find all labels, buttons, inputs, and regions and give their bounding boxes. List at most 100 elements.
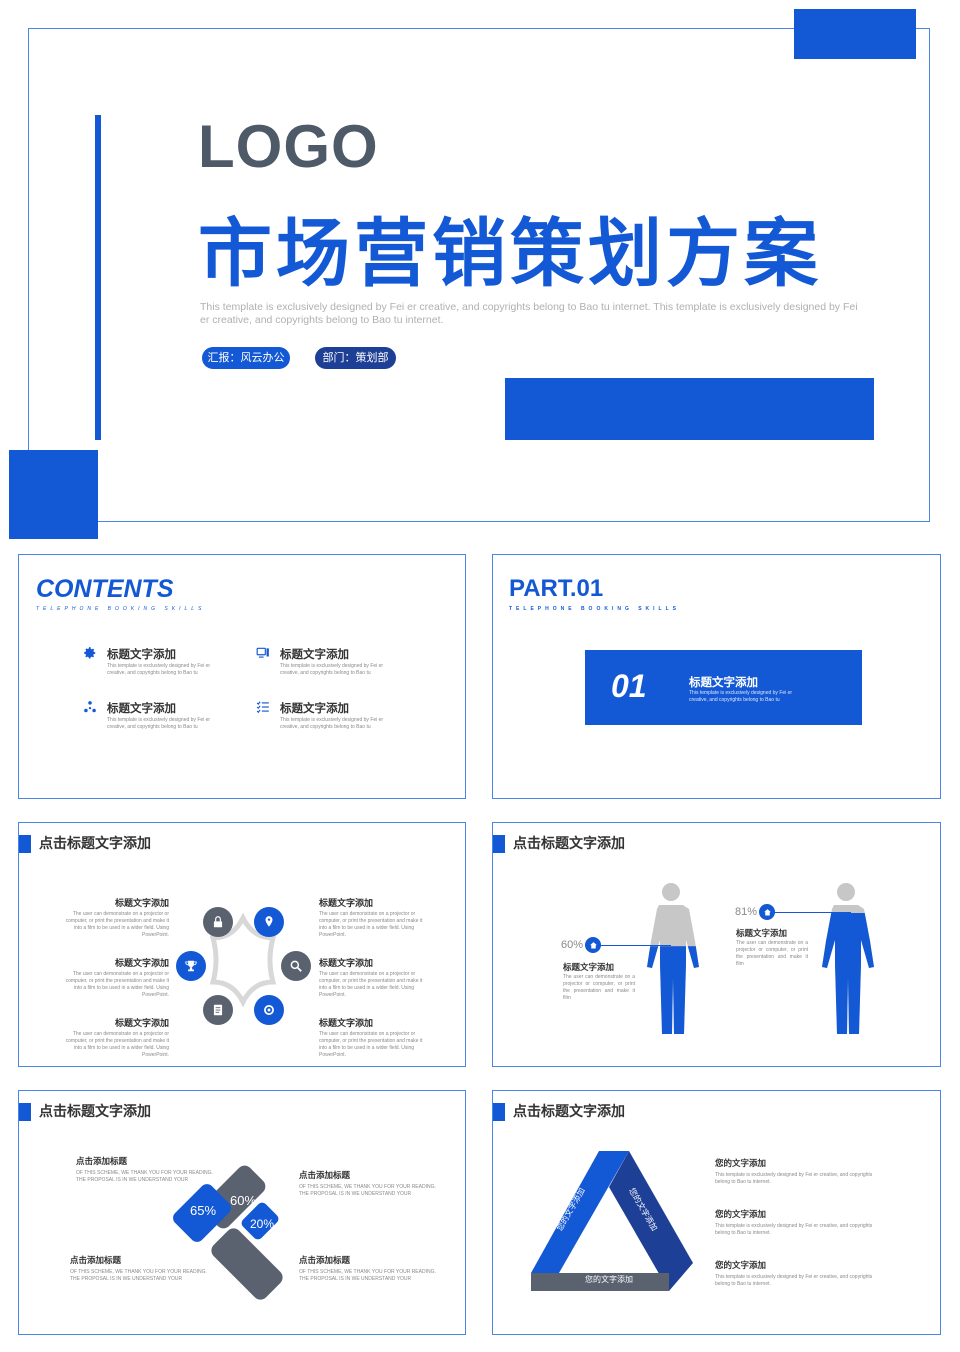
cycle-item-label: 标题文字添加: [114, 1019, 169, 1029]
block-20: [241, 1202, 279, 1240]
percent-60: 60%: [230, 1193, 257, 1208]
contents-item-label: 标题文字添加: [107, 647, 176, 661]
cycle-item-label: 标题文字添加: [114, 959, 169, 969]
contents-item-desc: This template is exclusively designed by…: [280, 663, 384, 676]
home-icon: [759, 904, 775, 920]
checklist-icon: [256, 700, 270, 719]
slide-percent-blocks: 点击标题文字添加 点击添加标题 OF THIS SCHEME, WE THANK…: [18, 1090, 466, 1335]
cycle-item-desc: The user can demonstrate on a projector …: [65, 911, 169, 938]
contents-item-desc: This template is exclusively designed by…: [107, 663, 211, 676]
cycle-item-left-2: 标题文字添加 The user can demonstrate on a pro…: [64, 956, 169, 999]
part-subtitle: TELEPHONE BOOKING SKILLS: [509, 606, 681, 612]
percent-65: 65%: [190, 1203, 217, 1218]
block-item-desc: OF THIS SCHEME, WE THANK YOU FOR YOUR RE…: [299, 1269, 436, 1282]
slide-heading: 点击标题文字添加: [513, 1104, 625, 1120]
cycle-ring: [209, 912, 277, 1008]
cover-logo: LOGO: [198, 113, 379, 180]
block-item-desc: OF THIS SCHEME, WE THANK YOU FOR YOUR RE…: [70, 1269, 207, 1282]
document-icon: [203, 995, 233, 1025]
cycle-item-label: 标题文字添加: [319, 959, 374, 969]
triangle-item-label: 您的文字添加: [715, 1159, 767, 1169]
contents-title: CONTENTS: [36, 575, 174, 603]
right-percent: 81%: [735, 906, 758, 918]
right-desc: The user can demonstrate on a projector …: [736, 940, 808, 967]
right-connector: [775, 912, 851, 913]
triangle-item-desc: This template is exclusively designed by…: [715, 1223, 873, 1236]
cycle-item-label: 标题文字添加: [319, 899, 374, 909]
contents-item-label: 标题文字添加: [280, 647, 349, 661]
triangle-item-desc: This template is exclusively designed by…: [715, 1172, 873, 1185]
cycle-item-label: 标题文字添加: [114, 899, 169, 909]
cover-vertical-bar: [95, 115, 101, 440]
cover-corner-block-bottom: [9, 450, 98, 539]
block-item-4: 点击添加标题 OF THIS SCHEME, WE THANK YOU FOR …: [299, 1254, 437, 1283]
settings-icon: [254, 995, 284, 1025]
block-65: [173, 1184, 231, 1242]
cover-badge-department: 部门：策划部: [315, 347, 396, 369]
left-desc: The user can demonstrate on a projector …: [563, 974, 635, 1001]
part-slide: PART.01 TELEPHONE BOOKING SKILLS 01 标题文字…: [492, 554, 941, 799]
triangle-item-1: 您的文字添加 This template is exclusively desi…: [715, 1157, 877, 1186]
cover-title: 市场营销策划方案: [198, 211, 822, 297]
part-banner: 01 标题文字添加 This template is exclusively d…: [585, 650, 862, 725]
cover-badge-reporter: 汇报：风云办公: [202, 347, 290, 369]
contents-item-label: 标题文字添加: [280, 701, 349, 715]
contents-slide: CONTENTS TELEPHONE BOOKING SKILLS 标题文字添加…: [18, 554, 466, 799]
cycle-item-desc: The user can demonstrate on a projector …: [65, 1031, 169, 1058]
cycle-item-right-1: 标题文字添加 The user can demonstrate on a pro…: [319, 896, 427, 939]
human-figure-left: [647, 883, 699, 1034]
triangle-item-2: 您的文字添加 This template is exclusively desi…: [715, 1208, 877, 1237]
heading-bar: [19, 1103, 31, 1121]
left-connector: [601, 945, 671, 946]
percent-blocks: [173, 1165, 283, 1300]
cycle-item-desc: The user can demonstrate on a projector …: [319, 971, 423, 998]
cycle-item-right-3: 标题文字添加 The user can demonstrate on a pro…: [319, 1016, 427, 1059]
percent-20: 20%: [250, 1217, 275, 1231]
triangle-item-label: 您的文字添加: [715, 1210, 767, 1220]
human-figure-right: [822, 883, 874, 1034]
block-item-label: 点击添加标题: [299, 1256, 351, 1266]
slide-body-compare: 点击标题文字添加 60% 标题文字添加 The user can demonst…: [492, 822, 941, 1067]
left-label: 标题文字添加: [563, 963, 615, 973]
block-bottom: [211, 1228, 283, 1300]
cover-frame: [28, 28, 930, 522]
contents-subtitle: TELEPHONE BOOKING SKILLS: [36, 606, 206, 612]
cycle-item-left-3: 标题文字添加 The user can demonstrate on a pro…: [64, 1016, 169, 1059]
cover-slide: LOGO 市场营销策划方案 This template is exclusive…: [0, 0, 960, 540]
computer-icon: [256, 646, 270, 665]
cover-accent-rect: [505, 378, 874, 440]
triangle-item-3: 您的文字添加 This template is exclusively desi…: [715, 1259, 877, 1288]
block-item-label: 点击添加标题: [76, 1157, 128, 1167]
cycle-item-label: 标题文字添加: [319, 1019, 374, 1029]
part-number: 01: [611, 668, 647, 704]
block-item-3: 点击添加标题 OF THIS SCHEME, WE THANK YOU FOR …: [70, 1254, 208, 1283]
cover-corner-block-top: [794, 9, 916, 59]
search-icon: [281, 951, 311, 981]
triangle-item-label: 您的文字添加: [715, 1261, 767, 1271]
cycle-item-desc: The user can demonstrate on a projector …: [65, 971, 169, 998]
part-label: 标题文字添加: [689, 675, 758, 689]
network-icon: [83, 700, 97, 719]
block-item-label: 点击添加标题: [299, 1171, 351, 1181]
cycle-item-right-2: 标题文字添加 The user can demonstrate on a pro…: [319, 956, 427, 999]
cover-desc: This template is exclusively designed by…: [200, 301, 858, 326]
slide-triangle: 点击标题文字添加 您的文字添加 您的文字添加 您的文字添加 您的文字添加 Thi…: [492, 1090, 941, 1335]
cycle-item-desc: The user can demonstrate on a projector …: [319, 1031, 423, 1058]
triangle-graphic: [531, 1151, 693, 1291]
block-item-1: 点击添加标题 OF THIS SCHEME, WE THANK YOU FOR …: [76, 1155, 214, 1184]
contents-item-desc: This template is exclusively designed by…: [107, 717, 211, 730]
block-item-desc: OF THIS SCHEME, WE THANK YOU FOR YOUR RE…: [76, 1170, 213, 1183]
contents-item-desc: This template is exclusively designed by…: [280, 717, 384, 730]
slide-cycle: 点击标题文字添加 标题文字添加 The user can demonstrate…: [18, 822, 466, 1067]
part-title: PART.01: [509, 575, 604, 602]
block-item-label: 点击添加标题: [70, 1256, 122, 1266]
slide-heading: 点击标题文字添加: [39, 836, 151, 852]
slide-heading: 点击标题文字添加: [513, 836, 625, 852]
heading-bar: [493, 1103, 505, 1121]
block-item-2: 点击添加标题 OF THIS SCHEME, WE THANK YOU FOR …: [299, 1169, 437, 1198]
triangle-bottom-label: 您的文字添加: [585, 1275, 633, 1284]
left-percent: 60%: [561, 939, 584, 951]
block-item-desc: OF THIS SCHEME, WE THANK YOU FOR YOUR RE…: [299, 1184, 436, 1197]
cycle-item-desc: The user can demonstrate on a projector …: [319, 911, 423, 938]
cycle-item-left-1: 标题文字添加 The user can demonstrate on a pro…: [64, 896, 169, 939]
